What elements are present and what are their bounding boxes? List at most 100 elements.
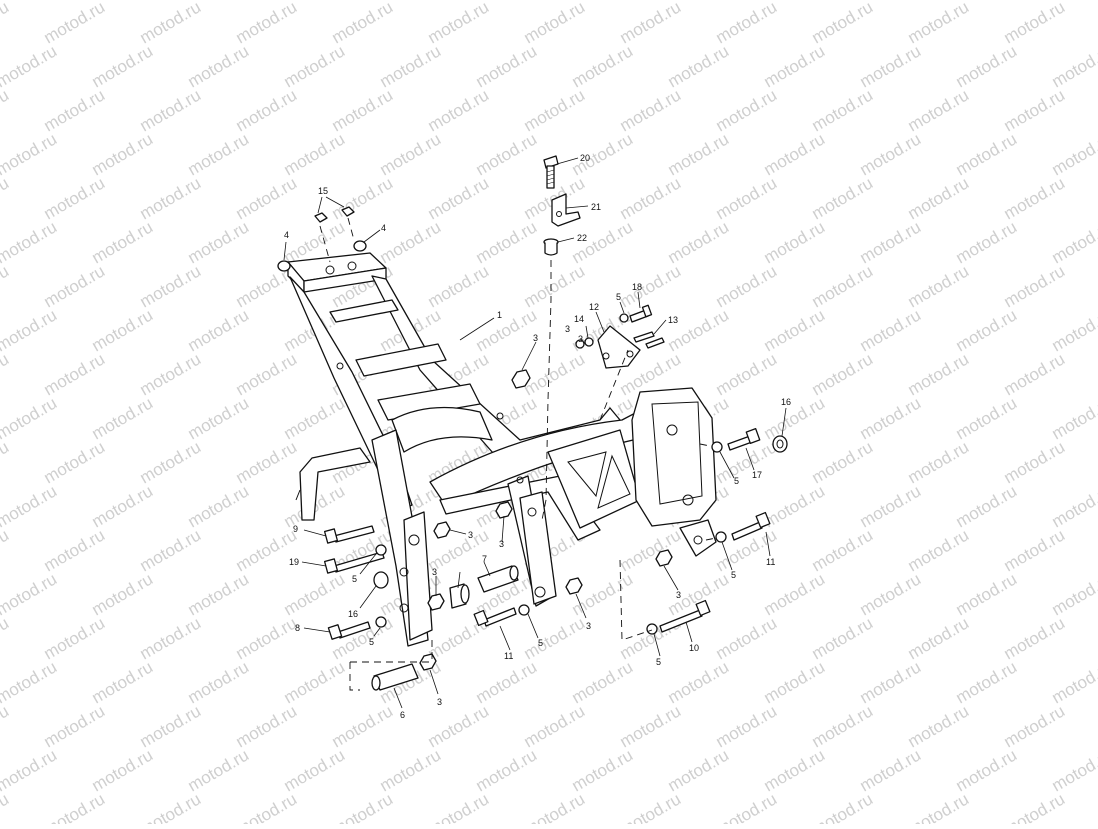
- callout-3: 3: [578, 334, 583, 344]
- callout-8: 8: [295, 623, 300, 633]
- watermark-text: motod.ru: [233, 525, 301, 575]
- watermark-text: motod.ru: [473, 657, 541, 707]
- watermark-text: motod.ru: [41, 525, 109, 575]
- watermark-text: motod.ru: [329, 0, 397, 47]
- part-22-spacer: [544, 239, 558, 255]
- part-12-bracket-plate: [598, 326, 640, 368]
- watermark-text: motod.ru: [521, 85, 589, 135]
- watermark-text: motod.ru: [809, 613, 877, 663]
- callout-11: 11: [504, 651, 513, 661]
- watermark-text: motod.ru: [137, 0, 205, 47]
- frame-rear-lug: [680, 520, 716, 556]
- part-5-washer: [376, 617, 386, 627]
- watermark-text: motod.ru: [137, 613, 205, 663]
- watermark-text: motod.ru: [665, 217, 733, 267]
- callout-3: 3: [586, 621, 591, 631]
- callout-10: 10: [689, 643, 699, 653]
- watermark-text: motod.ru: [905, 613, 973, 663]
- watermark-text: motod.ru: [857, 745, 925, 795]
- watermark-text: motod.ru: [281, 657, 349, 707]
- watermark-text: motod.ru: [665, 305, 733, 355]
- watermark-text: motod.ru: [905, 437, 973, 487]
- watermark-text: motod.ru: [0, 305, 60, 355]
- watermark-text: motod.ru: [713, 437, 781, 487]
- watermark-text: motod.ru: [905, 173, 973, 223]
- watermark-text: motod.ru: [89, 129, 157, 179]
- watermark-text: motod.ru: [761, 657, 829, 707]
- watermark-text: motod.ru: [473, 217, 541, 267]
- watermark-text: motod.ru: [1049, 569, 1098, 619]
- callout-3: 3: [533, 333, 538, 343]
- part-13-bolts: [634, 332, 664, 348]
- watermark-text: motod.ru: [1001, 701, 1069, 751]
- watermark-text: motod.ru: [617, 701, 685, 751]
- watermark-text: motod.ru: [521, 349, 589, 399]
- watermark-text: motod.ru: [713, 701, 781, 751]
- watermark-text: motod.ru: [1001, 0, 1069, 47]
- watermark-text: motod.ru: [1049, 217, 1098, 267]
- part-16-rubber: [773, 436, 787, 452]
- watermark-text: motod.ru: [905, 525, 973, 575]
- watermark-text: motod.ru: [41, 437, 109, 487]
- watermark-text: motod.ru: [617, 789, 685, 824]
- watermark-text: motod.ru: [425, 701, 493, 751]
- part-20-bolt: [544, 156, 558, 188]
- watermark-text: motod.ru: [953, 217, 1021, 267]
- watermark-text: motod.ru: [0, 0, 12, 47]
- watermark-text: motod.ru: [569, 745, 637, 795]
- watermark-text: motod.ru: [0, 657, 60, 707]
- watermark-text: motod.ru: [1001, 261, 1069, 311]
- watermark-text: motod.ru: [1001, 85, 1069, 135]
- watermark-text: motod.ru: [137, 173, 205, 223]
- callout-4: 4: [284, 230, 289, 240]
- watermark-text: motod.ru: [713, 349, 781, 399]
- watermark-text: motod.ru: [41, 349, 109, 399]
- watermark-text: motod.ru: [953, 481, 1021, 531]
- watermark-text: motod.ru: [0, 745, 60, 795]
- watermark-text: motod.ru: [377, 217, 445, 267]
- part-5-washer: [716, 532, 726, 542]
- watermark-text: motod.ru: [569, 657, 637, 707]
- part-5-washer: [647, 624, 657, 634]
- watermark-text: motod.ru: [809, 701, 877, 751]
- watermark-text: motod.ru: [137, 701, 205, 751]
- watermark-text: motod.ru: [137, 525, 205, 575]
- watermark-text: motod.ru: [473, 305, 541, 355]
- watermark-text: motod.ru: [761, 745, 829, 795]
- watermark-text: motod.ru: [809, 437, 877, 487]
- watermark-text: motod.ru: [425, 261, 493, 311]
- watermark-text: motod.ru: [41, 701, 109, 751]
- callout-9: 9: [293, 524, 298, 534]
- watermark-text: motod.ru: [185, 41, 253, 91]
- watermark-text: motod.ru: [953, 305, 1021, 355]
- watermark-text: motod.ru: [1001, 437, 1069, 487]
- watermark-text: motod.ru: [0, 569, 60, 619]
- watermark-text: motod.ru: [905, 701, 973, 751]
- watermark-text: motod.ru: [425, 0, 493, 47]
- callout-3: 3: [676, 590, 681, 600]
- watermark-text: motod.ru: [137, 261, 205, 311]
- watermark-text: motod.ru: [809, 349, 877, 399]
- watermark-text: motod.ru: [713, 85, 781, 135]
- watermark-text: motod.ru: [281, 41, 349, 91]
- watermark-text: motod.ru: [905, 0, 973, 47]
- callout-14: 14: [574, 314, 584, 324]
- watermark-text: motod.ru: [665, 129, 733, 179]
- part-5-washer: [376, 545, 386, 555]
- watermark-text: motod.ru: [233, 789, 301, 824]
- watermark-text: motod.ru: [185, 657, 253, 707]
- watermark-text: motod.ru: [809, 261, 877, 311]
- part-3-nut: [434, 522, 450, 538]
- watermark-text: motod.ru: [665, 657, 733, 707]
- watermark-text: motod.ru: [569, 129, 637, 179]
- watermark-text: motod.ru: [1001, 789, 1069, 824]
- watermark-text: motod.ru: [185, 305, 253, 355]
- watermark-text: motod.ru: [185, 217, 253, 267]
- watermark-text: motod.ru: [89, 305, 157, 355]
- watermark-text: motod.ru: [0, 789, 12, 824]
- watermark-text: motod.ru: [41, 173, 109, 223]
- watermark-text: motod.ru: [1049, 129, 1098, 179]
- part-21-bracket: [552, 194, 580, 226]
- callout-12: 12: [589, 302, 599, 312]
